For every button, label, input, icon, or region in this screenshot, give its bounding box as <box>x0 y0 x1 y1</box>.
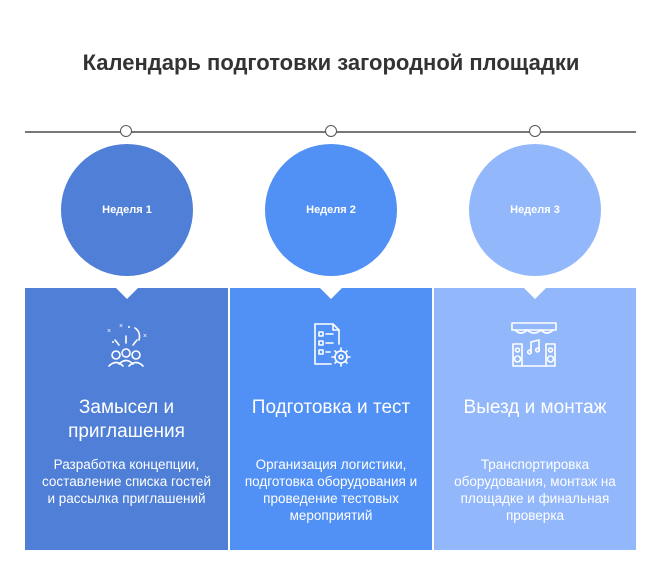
diagram-title: Календарь подготовки загородной площадки <box>82 50 580 75</box>
stage-1-heading: Замысел и приглашения <box>68 397 185 442</box>
stage-1-description: Разработка концепции, составление списка… <box>42 457 211 506</box>
checklist-gear-icon <box>314 323 351 367</box>
week-2-label: Неделя 2 <box>306 204 356 216</box>
week-1-circle: Неделя 1 <box>61 144 193 276</box>
celebrating-people-icon: × × × <box>107 323 147 367</box>
stage-3-heading: Выезд и монтаж <box>463 397 607 418</box>
stage-1-notch <box>115 287 139 299</box>
stage-3-notch <box>523 287 547 299</box>
stage-3-panel: Выезд и монтаж Транспортировка оборудова… <box>434 287 636 550</box>
stage-2-panel: Подготовка и тест Организация логистики,… <box>230 287 432 550</box>
svg-text:×: × <box>119 323 123 330</box>
week-3-circle: Неделя 3 <box>469 144 601 276</box>
timeline-dot-2 <box>325 125 337 137</box>
stage-3-description: Транспортировка оборудования, монтаж на … <box>454 457 616 523</box>
stage-2-heading: Подготовка и тест <box>251 397 411 418</box>
stage-music-icon <box>511 322 557 367</box>
svg-text:×: × <box>107 328 111 335</box>
week-3-label: Неделя 3 <box>510 204 560 216</box>
timeline-dot-1 <box>120 125 132 137</box>
stage-2-notch <box>319 287 343 299</box>
week-2-circle: Неделя 2 <box>265 144 397 276</box>
timeline-dot-3 <box>529 125 541 137</box>
stage-2-description: Организация логистики, подготовка оборуд… <box>244 457 418 523</box>
week-1-label: Неделя 1 <box>102 204 152 216</box>
stage-1-panel: × × × Замысел и приглашения Разработка к… <box>25 287 228 550</box>
svg-text:×: × <box>143 333 147 340</box>
